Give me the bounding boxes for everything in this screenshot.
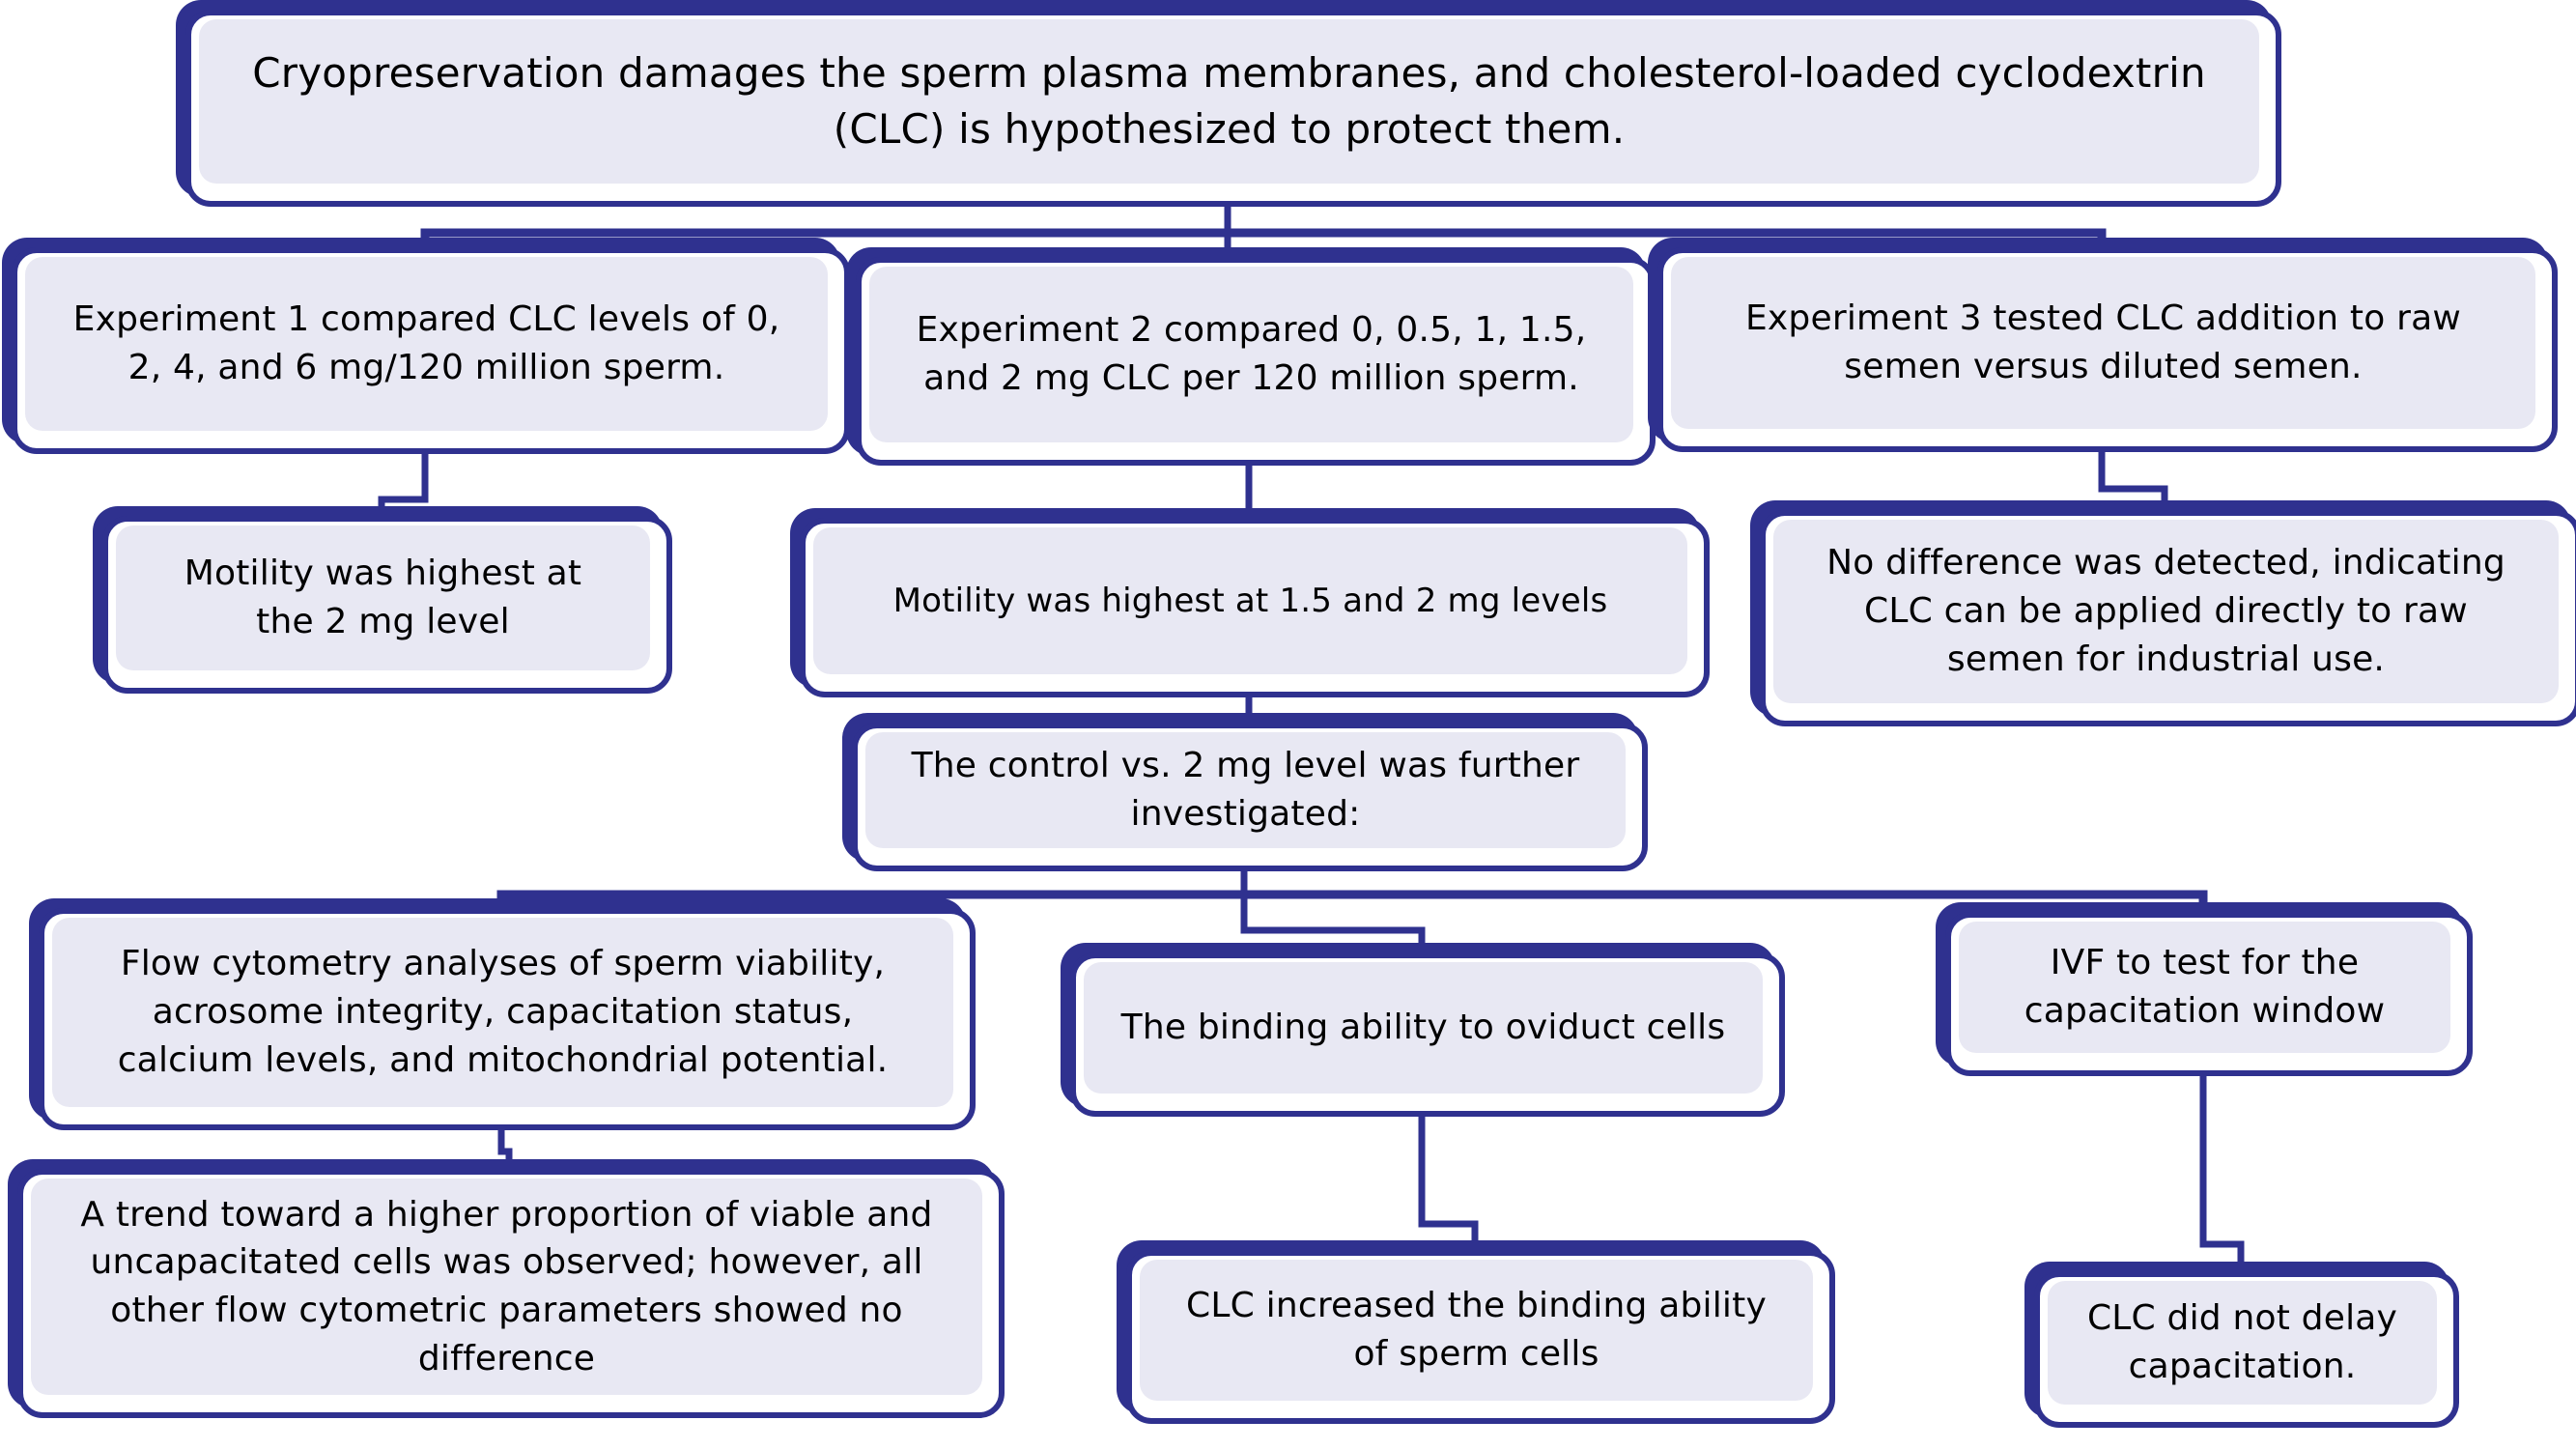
node-followup: The control vs. 2 mg level was further i… [852,723,1648,871]
node-experiment-1: Experiment 1 compared CLC levels of 0, 2… [12,247,850,454]
node-binding-ability-fill: The binding ability to oviduct cells [1084,962,1763,1094]
node-experiment-2-fill: Experiment 2 compared 0, 0.5, 1, 1.5, an… [869,267,1633,442]
node-experiment-3-result: No difference was detected, indicating C… [1760,510,2576,726]
node-experiment-3-fill: Experiment 3 tested CLC addition to raw … [1671,257,2535,429]
node-hypothesis-fill: Cryopreservation damages the sperm plasm… [199,19,2259,184]
node-experiment-2-result: Motility was highest at 1.5 and 2 mg lev… [800,518,1710,697]
node-followup-fill: The control vs. 2 mg level was further i… [865,732,1626,848]
node-experiment-1-result-fill: Motility was highest at the 2 mg level [116,526,650,670]
node-binding-ability: The binding ability to oviduct cells [1070,952,1785,1117]
node-experiment-3: Experiment 3 tested CLC addition to raw … [1657,247,2558,452]
node-flow-cytometry-fill: Flow cytometry analyses of sperm viabili… [52,918,953,1107]
connector-exp1-result [378,440,429,518]
connector-rule-bottom [496,890,2208,914]
node-experiment-3-result-fill: No difference was detected, indicating C… [1773,520,2559,703]
node-experiment-1-text: Experiment 1 compared CLC levels of 0, 2… [72,299,780,387]
node-ivf-result-fill: CLC did not delay capacitation. [2048,1281,2437,1405]
connector-exp3-result [2098,439,2168,512]
node-experiment-2: Experiment 2 compared 0, 0.5, 1, 1.5, an… [856,257,1656,466]
node-binding-result-text: CLC increased the binding ability of spe… [1186,1286,1767,1374]
node-flow-cytometry-result-text: A trend toward a higher proportion of vi… [80,1194,933,1378]
connector-binding-result [1418,1103,1479,1252]
node-experiment-2-result-fill: Motility was highest at 1.5 and 2 mg lev… [813,527,1687,674]
node-experiment-1-result: Motility was highest at the 2 mg level [102,516,672,694]
node-hypothesis-text: Cryopreservation damages the sperm plasm… [252,49,2206,153]
node-experiment-2-result-text: Motility was highest at 1.5 and 2 mg lev… [892,581,1608,620]
connector-ivf-result [2199,1063,2245,1273]
node-experiment-1-fill: Experiment 1 compared CLC levels of 0, 2… [25,257,828,431]
node-ivf-fill: IVF to test for the capacitation window [1959,922,2450,1053]
node-binding-result-fill: CLC increased the binding ability of spe… [1140,1260,1813,1401]
node-flow-cytometry-result-fill: A trend toward a higher proportion of vi… [31,1179,982,1395]
connector-flow-result [497,1117,513,1171]
connector-followup-binding [1240,895,1426,954]
node-binding-ability-text: The binding ability to oviduct cells [1120,1008,1726,1048]
node-followup-text: The control vs. 2 mg level was further i… [911,746,1580,834]
node-binding-result: CLC increased the binding ability of spe… [1126,1250,1835,1424]
node-experiment-1-result-text: Motility was highest at the 2 mg level [184,554,582,641]
node-flow-cytometry: Flow cytometry analyses of sperm viabili… [39,908,976,1130]
node-ivf: IVF to test for the capacitation window [1945,912,2473,1076]
node-flow-cytometry-text: Flow cytometry analyses of sperm viabili… [117,944,889,1080]
node-flow-cytometry-result: A trend toward a higher proportion of vi… [17,1169,1005,1418]
node-experiment-2-text: Experiment 2 compared 0, 0.5, 1, 1.5, an… [916,310,1587,398]
node-ivf-result-text: CLC did not delay capacitation. [2086,1298,2398,1386]
connector-rule-top [420,228,2107,249]
node-experiment-3-result-text: No difference was detected, indicating C… [1826,543,2505,679]
node-ivf-result: CLC did not delay capacitation. [2034,1271,2459,1428]
node-hypothesis: Cryopreservation damages the sperm plasm… [185,10,2281,207]
node-experiment-3-text: Experiment 3 tested CLC addition to raw … [1744,298,2461,386]
node-ivf-text: IVF to test for the capacitation window [2024,943,2386,1031]
